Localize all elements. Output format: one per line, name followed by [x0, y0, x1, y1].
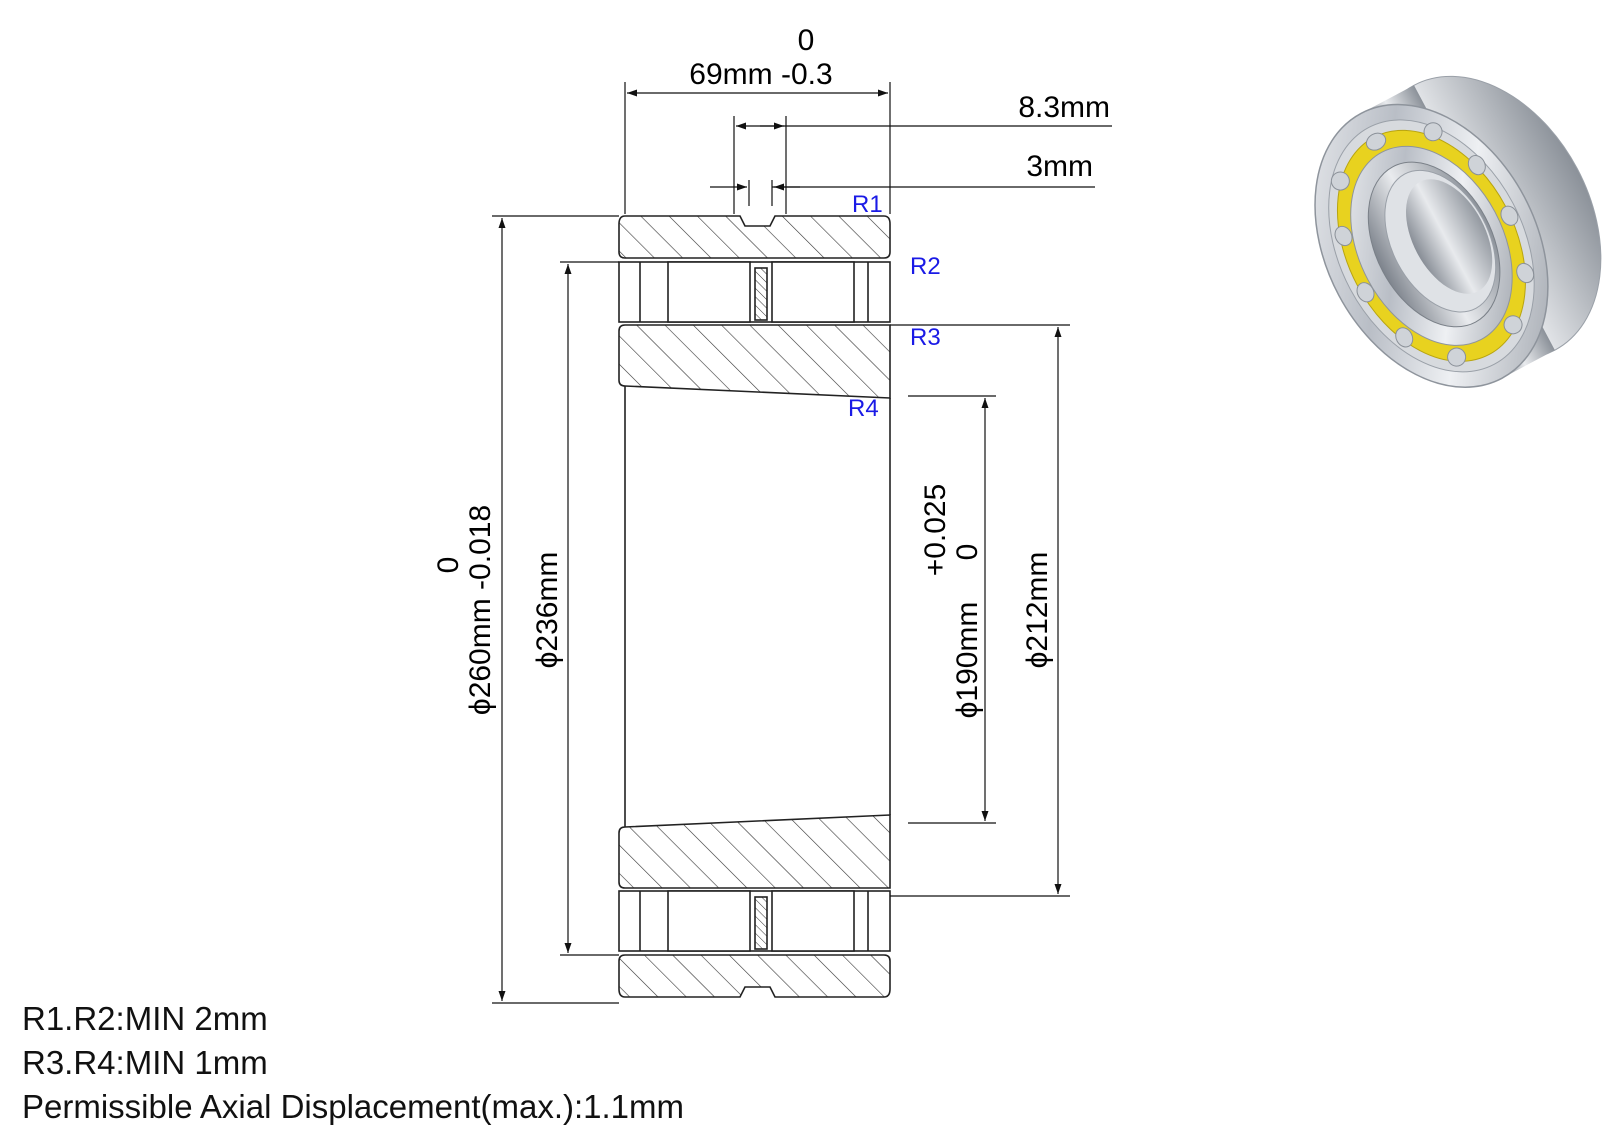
- roller: [771, 890, 855, 952]
- cage-section: [754, 267, 768, 321]
- radius-label-r2: R2: [910, 253, 941, 280]
- note-axial-displacement: Permissible Axial Displacement(max.):1.1…: [22, 1088, 685, 1125]
- radius-label-r1: R1: [852, 191, 883, 218]
- bore-tolerance-lower: 0: [951, 544, 984, 561]
- cage-section: [754, 896, 768, 950]
- width-dimension: 69mm -0.3: [689, 58, 832, 91]
- outer-race-diameter-dimension: ϕ236mm: [531, 552, 564, 669]
- outer-diameter-dimension: ϕ260mm -0.018: [464, 505, 497, 715]
- inner-race-diameter-dimension: ϕ212mm: [1021, 552, 1054, 669]
- note-r3-r4: R3.R4:MIN 1mm: [22, 1044, 268, 1081]
- outer-dia-tolerance-top: 0: [432, 557, 465, 574]
- hole-width-dimension: 3mm: [1026, 150, 1093, 183]
- bore-tolerance-upper: +0.025: [919, 484, 952, 577]
- radius-label-r3: R3: [910, 324, 941, 351]
- bearing-3d-icon: [1314, 75, 1602, 388]
- bore-diameter-dimension: ϕ190mm: [951, 602, 984, 719]
- roller: [667, 261, 751, 323]
- inner-ring-bottom: [618, 814, 891, 889]
- groove-width-dimension: 8.3mm: [1018, 91, 1110, 124]
- roller: [771, 261, 855, 323]
- outer-ring-top: [618, 215, 891, 259]
- bearing-section: [618, 215, 891, 998]
- inner-ring-top: [618, 324, 891, 399]
- width-tolerance-top: 0: [798, 24, 815, 57]
- outer-ring-bottom: [618, 954, 891, 998]
- note-r1-r2: R1.R2:MIN 2mm: [22, 1000, 268, 1037]
- dimension-lines: [492, 82, 1112, 1004]
- radius-label-r4: R4: [848, 395, 879, 422]
- roller-row-bottom: [618, 890, 891, 952]
- roller-row-top: [618, 261, 891, 323]
- roller: [667, 890, 751, 952]
